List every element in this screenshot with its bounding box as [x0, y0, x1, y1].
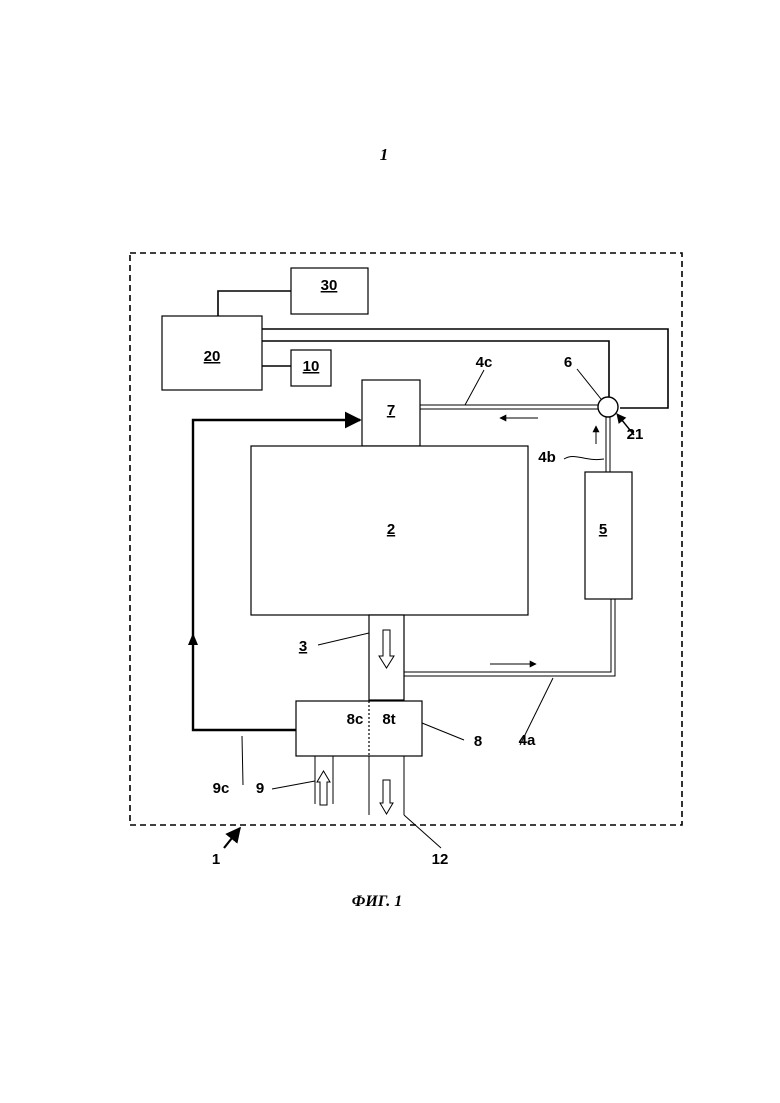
- wire-20-to-30: [218, 291, 291, 316]
- line-4c: [420, 405, 598, 409]
- section-8c-label: 8c: [347, 711, 364, 728]
- unit-5-label: 5: [599, 521, 607, 538]
- flow-arrow-inlet-9: [317, 771, 330, 805]
- label-9c: 9c: [213, 780, 230, 797]
- section-8t-label: 8t: [382, 711, 395, 728]
- label-6: 6: [564, 354, 572, 371]
- label-8: 8: [474, 733, 482, 750]
- block-10-label: 10: [303, 358, 320, 375]
- label-12: 12: [432, 851, 449, 868]
- controller-block-20-label: 20: [204, 348, 221, 365]
- label-21: 21: [627, 426, 644, 443]
- label-4a: 4a: [519, 732, 536, 749]
- pointer-system-1: [224, 828, 240, 848]
- flow-arrow-outlet-12: [380, 780, 393, 814]
- block-30-label: 30: [321, 277, 338, 294]
- label-system-1: 1: [212, 851, 220, 868]
- line-4b: [606, 417, 610, 472]
- exchanger-8: [296, 701, 422, 756]
- valve-6: [598, 397, 618, 417]
- control-wires: [218, 291, 668, 408]
- flow-arrow-9c: [188, 633, 198, 645]
- label-9: 9: [256, 780, 264, 797]
- label-4c: 4c: [476, 354, 493, 371]
- label-3: 3: [299, 638, 307, 655]
- unit-5: [585, 472, 632, 599]
- label-4b: 4b: [538, 449, 556, 466]
- page-number: 1: [380, 145, 389, 164]
- main-block-2-label: 2: [387, 521, 395, 538]
- unit-7-label: 7: [387, 402, 395, 419]
- figure-caption: ФИГ. 1: [352, 893, 403, 910]
